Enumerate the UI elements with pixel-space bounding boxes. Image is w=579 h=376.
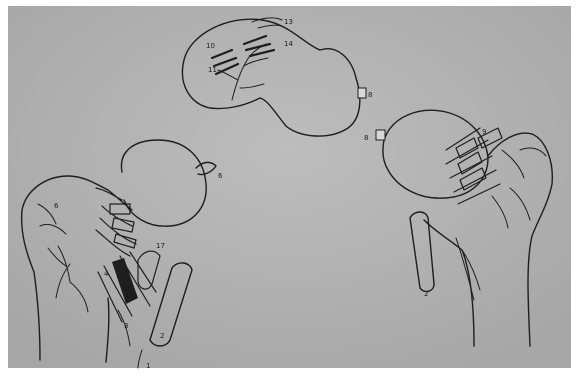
top-label-b: 14 bbox=[284, 40, 293, 48]
left-label-e: 3 bbox=[124, 322, 128, 330]
left-label-b: 6 bbox=[54, 202, 59, 210]
right-label-b: 9 bbox=[482, 128, 486, 136]
left-label-g: 1 bbox=[146, 362, 150, 370]
top-label-a: 13 bbox=[284, 18, 293, 26]
right-label-a: 8 bbox=[364, 134, 368, 142]
left-label-a: 6 bbox=[218, 172, 223, 180]
top-label-c: 10 bbox=[206, 42, 215, 50]
top-label-e: 8 bbox=[368, 91, 372, 99]
left-label-d: 4 bbox=[104, 270, 109, 278]
paper-background bbox=[8, 6, 571, 368]
top-fovea-peg bbox=[358, 88, 366, 98]
left-label-c: 17 bbox=[156, 242, 165, 250]
left-label-f: 2 bbox=[160, 332, 164, 340]
right-fovea-peg bbox=[376, 130, 385, 140]
top-label-d: 11 bbox=[208, 66, 217, 74]
right-label-c: 2 bbox=[424, 290, 428, 298]
